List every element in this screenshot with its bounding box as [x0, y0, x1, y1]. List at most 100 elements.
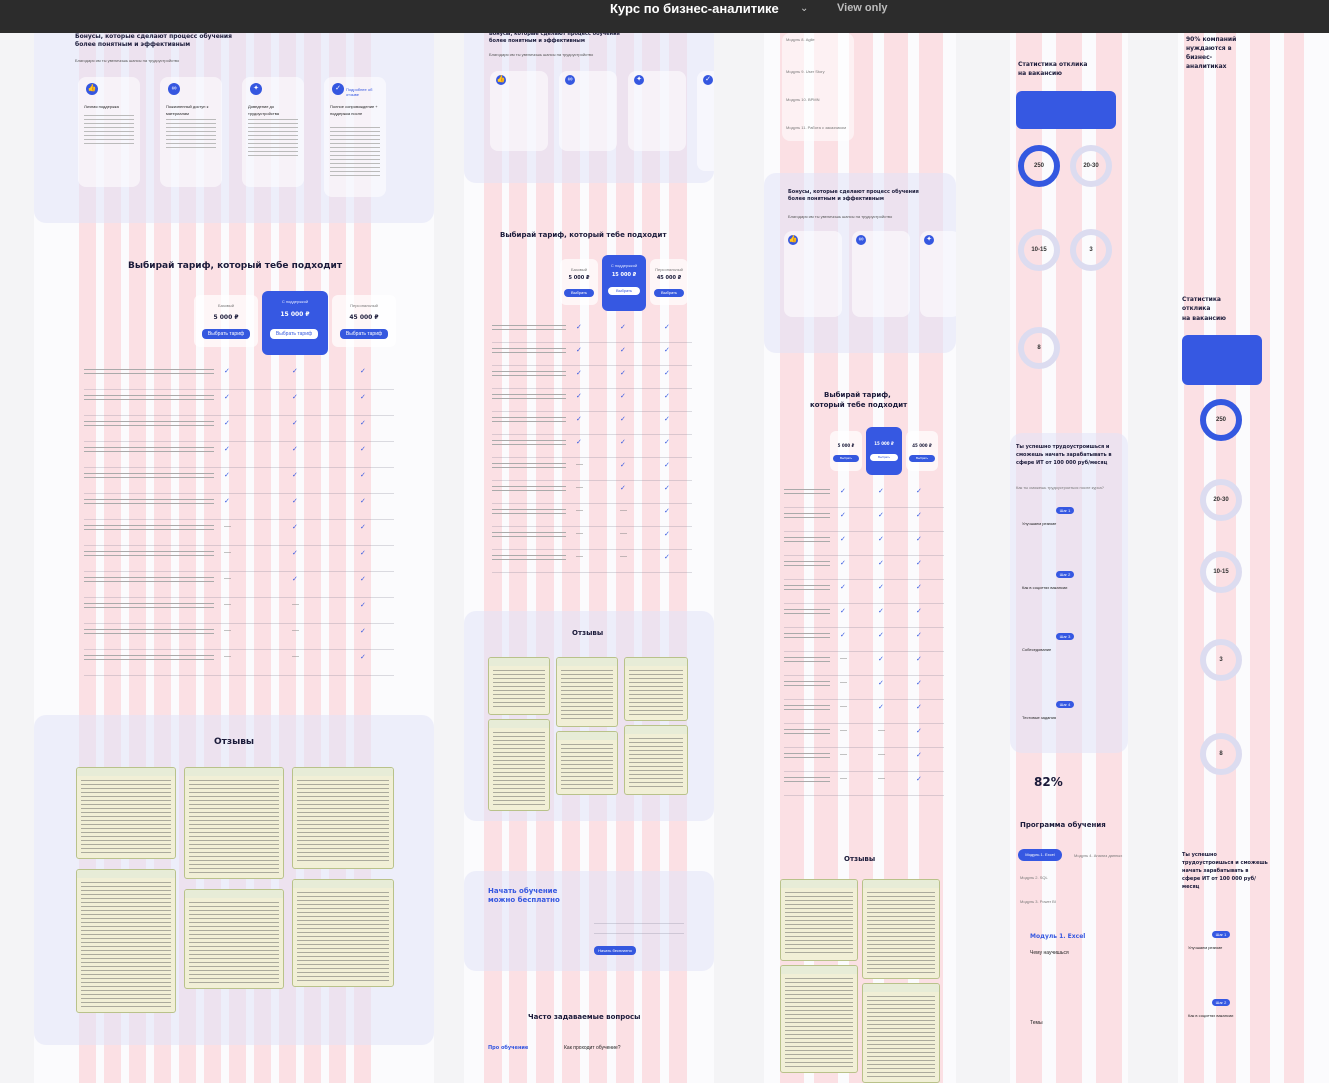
step-pill: Шаг 1	[1056, 507, 1074, 514]
check-icon: ✓	[620, 439, 626, 446]
review-card[interactable]	[488, 719, 550, 811]
frame-mobile-narrow[interactable]: 90% компаний нуждаются в бизнес-аналитик…	[1178, 33, 1329, 1083]
plan-card-basic[interactable]: 5 000 ₽ Выбрать	[830, 431, 862, 471]
table-row-divider	[784, 651, 944, 652]
frame-desktop[interactable]: Бонусы, которые сделают процесс обучения…	[34, 33, 434, 1083]
start-free-button[interactable]: Начать бесплатно	[594, 946, 636, 955]
table-row-divider	[784, 699, 944, 700]
check-icon: ✓	[292, 498, 298, 505]
dash-icon: —	[878, 775, 885, 782]
check-icon: ✓	[360, 602, 366, 609]
review-card[interactable]	[780, 879, 858, 961]
check-icon: ✓	[664, 416, 670, 423]
briefcase-icon: ✦	[924, 235, 934, 245]
review-card[interactable]	[488, 657, 550, 715]
feature-label	[84, 421, 214, 427]
check-icon: ✓	[360, 550, 366, 557]
module-tab[interactable]: Модуль 3. Power BI	[1020, 899, 1056, 904]
review-card[interactable]	[624, 657, 688, 721]
faq-question[interactable]: Как проходит обучение?	[564, 1045, 621, 1051]
design-canvas[interactable]: Бонусы, которые сделают процесс обучения…	[0, 33, 1329, 1083]
bonus-card-employment: ✦	[920, 231, 956, 317]
review-card[interactable]	[780, 965, 858, 1073]
frame-tablet[interactable]: Бонусы, которые сделают процесс обучения…	[464, 33, 714, 1083]
module-item[interactable]: Модуль 11. Работа с заказчиком	[786, 125, 846, 130]
plan-card-personal[interactable]: Персональный 45 000 ₽ Выбрать тариф	[332, 295, 396, 347]
bonuses-title-line1: Бонусы, которые сделают процесс обучения	[788, 189, 919, 195]
table-row-divider	[492, 365, 692, 366]
bonus-card-text	[84, 115, 134, 145]
frame-mobile[interactable]: Статистика отклика на вакансию 250 20-30…	[1010, 33, 1128, 1083]
dash-icon: —	[620, 507, 627, 514]
check-icon: ✓	[916, 584, 922, 591]
review-card[interactable]	[184, 889, 284, 989]
check-icon: ✓	[360, 472, 366, 479]
table-row-divider	[84, 467, 394, 468]
plan-card-support[interactable]: 15 000 ₽ Выбрать	[866, 427, 902, 475]
view-mode-label: View only	[837, 2, 888, 14]
select-plan-button[interactable]: Выбрать	[608, 287, 640, 295]
review-card[interactable]	[76, 869, 176, 1013]
dash-icon: —	[576, 553, 583, 560]
file-title[interactable]: Курс по бизнес-аналитике	[610, 1, 779, 16]
dash-icon: —	[840, 703, 847, 710]
bonus-link[interactable]: Подробнее об отзыве	[346, 87, 373, 97]
plan-card-personal[interactable]: Персональный 45 000 ₽ Выбрать	[650, 259, 688, 305]
bonuses-subtitle: Благодаря им ты увеличишь шансы на трудо…	[489, 52, 594, 57]
frame-mobile-wide[interactable]: Модуль 8. Agile Модуль 9. User Story Мод…	[764, 33, 956, 1083]
plan-card-basic[interactable]: Базовый 5 000 ₽ Выбрать тариф	[194, 295, 258, 347]
select-plan-button[interactable]: Выбрать	[564, 289, 594, 297]
check-icon: ✓	[916, 608, 922, 615]
faq-category[interactable]: Про обучение	[488, 1045, 529, 1051]
review-card[interactable]	[76, 767, 176, 859]
step-pill: Шаг 2	[1056, 571, 1074, 578]
feature-label	[492, 440, 566, 446]
check-icon: ✓	[576, 347, 582, 354]
dash-icon: —	[620, 530, 627, 537]
feature-label	[492, 486, 566, 492]
select-plan-button[interactable]: Выбрать	[833, 455, 859, 462]
select-plan-button[interactable]: Выбрать	[870, 454, 898, 461]
select-plan-button[interactable]: Выбрать	[654, 289, 684, 297]
review-card[interactable]	[556, 731, 618, 795]
bonus-card-title: Личная поддержка	[84, 104, 119, 109]
module-tab-active[interactable]: Модуль 1. Excel	[1018, 849, 1062, 861]
review-card[interactable]	[292, 767, 394, 869]
dash-icon: —	[840, 655, 847, 662]
module-item[interactable]: Модуль 10. BPMN	[786, 97, 820, 102]
module-item[interactable]: Модуль 8. Agile	[786, 37, 815, 42]
feature-label	[784, 753, 830, 759]
review-card[interactable]	[862, 879, 940, 979]
review-card[interactable]	[184, 767, 284, 879]
plan-card-support[interactable]: С поддержкой 15 000 ₽ Выбрать	[602, 255, 646, 311]
review-card[interactable]	[292, 879, 394, 987]
module-tab[interactable]: Модуль 4. Анализ данных	[1074, 853, 1123, 858]
cta-input[interactable]	[594, 923, 684, 924]
plan-card-basic[interactable]: Базовый 5 000 ₽ Выбрать	[560, 259, 598, 305]
review-card[interactable]	[624, 725, 688, 795]
select-plan-button[interactable]: Выбрать тариф	[340, 329, 388, 339]
tariffs-title: Выбирай тариф, который тебе подходит	[500, 231, 667, 239]
select-plan-button[interactable]: Выбрать	[909, 455, 935, 462]
stats-percent: 82%	[1034, 775, 1063, 789]
stats-title-line1: Статистика отклика	[1182, 296, 1221, 312]
review-card[interactable]	[556, 657, 618, 727]
check-icon: ✓	[840, 632, 846, 639]
briefcase-icon: ✦	[634, 75, 644, 85]
table-row-divider	[492, 457, 692, 458]
bonus-card-access: ∞	[559, 71, 617, 151]
check-icon: ✓	[620, 370, 626, 377]
select-plan-button[interactable]: Выбрать тариф	[270, 329, 318, 339]
table-row-divider	[84, 493, 394, 494]
check-icon: ✓	[576, 416, 582, 423]
layout-grid	[1178, 33, 1329, 1083]
module-item[interactable]: Модуль 9. User Story	[786, 69, 825, 74]
chevron-down-icon[interactable]: ⌄	[800, 3, 809, 14]
plan-card-support[interactable]: С поддержкой 15 000 ₽ Выбрать тариф	[262, 291, 328, 355]
plan-card-personal[interactable]: 45 000 ₽ Выбрать	[906, 431, 938, 471]
module-tab[interactable]: Модуль 2. SQL	[1020, 875, 1048, 880]
check-icon: ✓	[840, 488, 846, 495]
select-plan-button[interactable]: Выбрать тариф	[202, 329, 250, 339]
review-card[interactable]	[862, 983, 940, 1083]
cta-input[interactable]	[594, 933, 684, 934]
